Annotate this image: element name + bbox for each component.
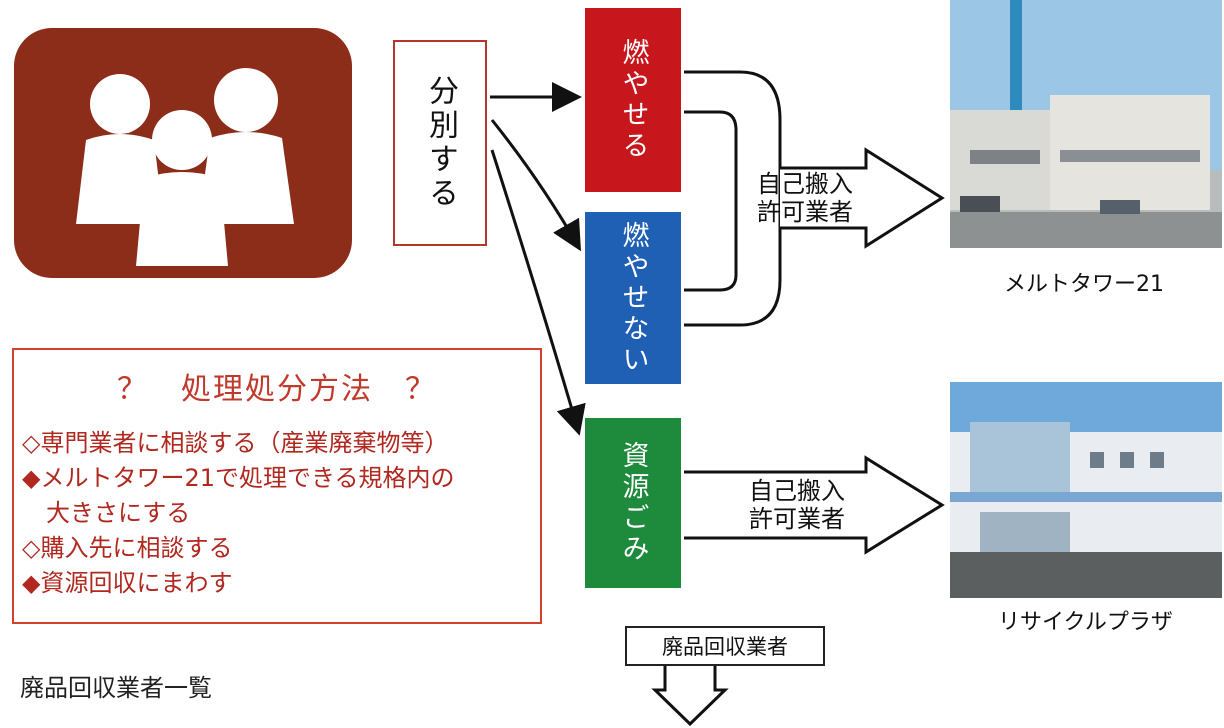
block-arrow-lower bbox=[684, 455, 945, 555]
category-nonburnable-label: 燃やせない bbox=[617, 220, 649, 376]
melt-tower-photo bbox=[950, 0, 1222, 248]
nonburnable-connector bbox=[684, 110, 738, 292]
flow-label-upper-line1: 自己搬入 bbox=[757, 170, 853, 198]
flow-label-lower-line2: 許可業者 bbox=[749, 504, 845, 533]
arrow-to-nonburnable bbox=[490, 119, 581, 252]
flow-label-upper: 自己搬入 許可業者 bbox=[740, 170, 870, 226]
list-item: ◆メルトタワー21で処理できる規格内の bbox=[22, 464, 455, 492]
disposal-method-box: ？ 処理処分方法 ？ ◇専門業者に相談する（産業廃棄物等） ◆メルトタワー21で… bbox=[12, 348, 542, 624]
category-resource-label: 資源ごみ bbox=[617, 441, 649, 565]
family-icon bbox=[14, 28, 352, 278]
sort-box-label: 分別する bbox=[423, 75, 458, 211]
block-arrow-upper bbox=[780, 147, 945, 249]
arrow-to-resource bbox=[490, 149, 586, 436]
recycle-plaza-caption: リサイクルプラザ bbox=[998, 610, 1173, 635]
flow-label-lower: 自己搬入 許可業者 bbox=[732, 477, 862, 533]
category-resource: 資源ごみ bbox=[585, 418, 681, 588]
list-item: 大きさにする bbox=[22, 499, 191, 527]
flow-label-lower-line1: 自己搬入 bbox=[749, 477, 845, 505]
category-burnable-label: 燃やせる bbox=[617, 38, 649, 162]
disposal-method-title: ？ 処理処分方法 ？ bbox=[117, 372, 437, 407]
disposal-method-list: ◇専門業者に相談する（産業廃棄物等） ◆メルトタワー21で処理できる規格内の 大… bbox=[22, 426, 455, 601]
flow-label-upper-line2: 許可業者 bbox=[757, 197, 853, 226]
list-item: ◇専門業者に相談する（産業廃棄物等） bbox=[22, 429, 449, 457]
list-item: ◇購入先に相談する bbox=[22, 534, 233, 562]
list-item: ◆資源回収にまわす bbox=[22, 569, 233, 597]
recycle-plaza-photo bbox=[950, 382, 1222, 598]
scrap-dealer-list-link[interactable]: 廃品回収業者一覧 bbox=[20, 674, 212, 702]
melt-tower-caption: メルトタワー21 bbox=[1004, 272, 1164, 297]
category-nonburnable: 燃やせない bbox=[585, 212, 681, 384]
sort-box: 分別する bbox=[393, 40, 487, 246]
down-block-arrow bbox=[651, 662, 729, 727]
scrap-dealer-box: 廃品回収業者 bbox=[625, 626, 825, 666]
category-burnable: 燃やせる bbox=[585, 8, 681, 192]
